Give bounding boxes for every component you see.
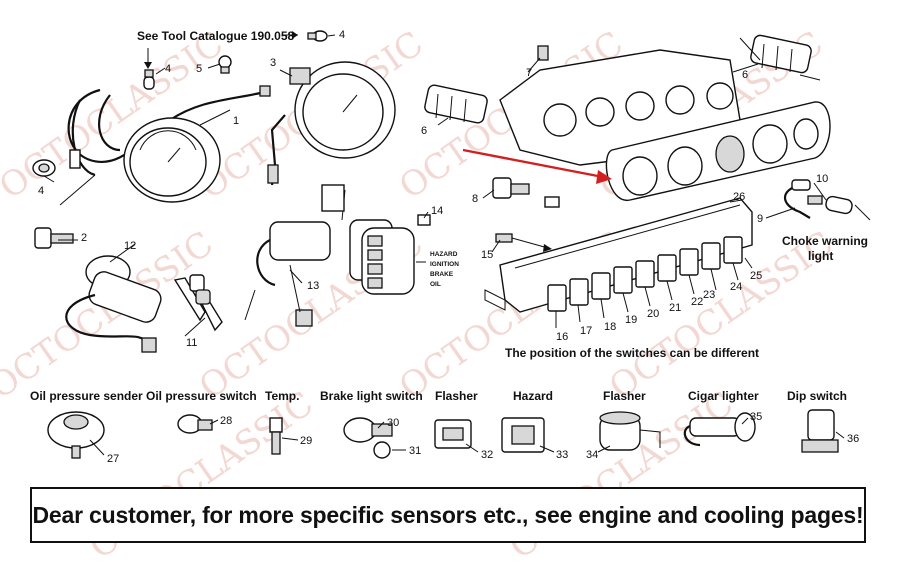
callout-18: 18: [604, 321, 616, 333]
choke-warning-light: [783, 179, 871, 221]
red-highlight-arrow: [462, 148, 604, 179]
callout-30: 30: [387, 417, 399, 429]
callout-7: 7: [526, 67, 532, 79]
bulb-holders-6-left: [424, 84, 488, 124]
gauge-right: [289, 61, 396, 159]
callout-6: 6: [742, 69, 748, 81]
hazard-label-hazard: HAZARD: [430, 251, 458, 258]
label-temp: Temp.: [265, 389, 299, 403]
bolt-8: [544, 196, 560, 208]
brake-light-switch: [343, 417, 393, 459]
oil-pressure-sender: [47, 411, 105, 459]
callout-17: 17: [580, 325, 592, 337]
callout-11: 11: [186, 337, 197, 349]
callout-1: 1: [233, 115, 239, 127]
callout-4: 4: [339, 29, 345, 41]
keys-11: [173, 274, 223, 332]
callout-34: 34: [586, 449, 598, 461]
switch-position-note: The position of the switches can be diff…: [505, 346, 759, 360]
bulb-7: [537, 45, 549, 61]
callout-36: 36: [847, 433, 859, 445]
hazard-label-brake: BRAKE: [430, 271, 454, 278]
callout-9: 9: [757, 213, 763, 225]
callout-10: 10: [816, 173, 828, 185]
connector-14: [417, 214, 431, 226]
callout-25: 25: [750, 270, 762, 282]
flasher-32: [434, 419, 472, 449]
callout-23: 23: [703, 289, 715, 301]
bulb-4-left: [143, 69, 155, 90]
callout-8: 8: [472, 193, 478, 205]
flasher-34: [599, 411, 661, 451]
dip-switch: [801, 409, 839, 453]
tool-catalogue-note: See Tool Catalogue 190.058: [137, 29, 294, 43]
callout-13: 13: [307, 280, 319, 292]
label-oil-pressure-sender: Oil pressure sender: [30, 389, 143, 403]
label-flasher-34: Flasher: [603, 389, 646, 403]
callout-35: 35: [750, 411, 762, 423]
connector-15: [495, 233, 513, 243]
callout-14: 14: [431, 205, 443, 217]
callout-12: 12: [124, 240, 136, 252]
callout-24: 24: [730, 281, 742, 293]
oil-pressure-switch: [177, 414, 213, 434]
callout-27: 27: [107, 453, 119, 465]
customer-notice-text: Dear customer, for more specific sensors…: [32, 501, 864, 528]
rocker-switches: [547, 236, 743, 312]
label-hazard: Hazard: [513, 389, 553, 403]
callout-26: 26: [733, 191, 745, 203]
bulb-holders-6-right: [739, 34, 821, 81]
bulb-4-top: [307, 30, 328, 42]
sensor-2: [34, 227, 74, 249]
callout-6: 6: [421, 125, 427, 137]
switch-bank-26: [484, 197, 753, 313]
watermark: OCTOCLASSIC: [0, 224, 221, 408]
column-switch-13: [244, 221, 331, 327]
leader-lines: [43, 34, 845, 456]
label-oil-pressure-switch: Oil pressure switch: [146, 389, 257, 403]
callout-5: 5: [196, 63, 202, 75]
callout-33: 33: [556, 449, 568, 461]
callout-3: 3: [270, 57, 276, 69]
choke-label-line1: Choke warning: [782, 234, 868, 248]
temp-sender: [269, 417, 283, 455]
callout-22: 22: [691, 296, 703, 308]
choke-label-line2: light: [808, 249, 833, 263]
callout-31: 31: [409, 445, 421, 457]
warning-panel: [321, 184, 415, 295]
gauge-left: [123, 117, 221, 203]
label-flasher-32: Flasher: [435, 389, 478, 403]
hazard-label-ignition: IGNITION: [430, 261, 459, 268]
hazard-relay: [501, 417, 545, 453]
switch-8: [492, 177, 530, 199]
callout-15: 15: [481, 249, 493, 261]
hazard-label-oil: OIL: [430, 281, 441, 288]
callout-numbers: 1 2 3 4 4 4 5 6 6 7 8 9 10 11 12 13 14 1…: [38, 29, 859, 465]
label-brake-light-switch: Brake light switch: [320, 389, 423, 403]
ignition-switch-12: [65, 255, 162, 353]
instrument-bezel: [605, 101, 831, 201]
callout-19: 19: [625, 314, 637, 326]
label-cigar-lighter: Cigar lighter: [688, 389, 759, 403]
callout-28: 28: [220, 415, 232, 427]
callout-4: 4: [38, 185, 44, 197]
callout-4: 4: [165, 63, 171, 75]
callout-20: 20: [647, 308, 659, 320]
customer-notice-banner: Dear customer, for more specific sensors…: [30, 487, 866, 543]
bulb-5: [218, 55, 232, 74]
label-dip-switch: Dip switch: [787, 389, 847, 403]
callout-32: 32: [481, 449, 493, 461]
callout-2: 2: [81, 232, 87, 244]
callout-16: 16: [556, 331, 568, 343]
callout-29: 29: [300, 435, 312, 447]
callout-21: 21: [669, 302, 681, 314]
cigar-lighter: [683, 412, 756, 447]
